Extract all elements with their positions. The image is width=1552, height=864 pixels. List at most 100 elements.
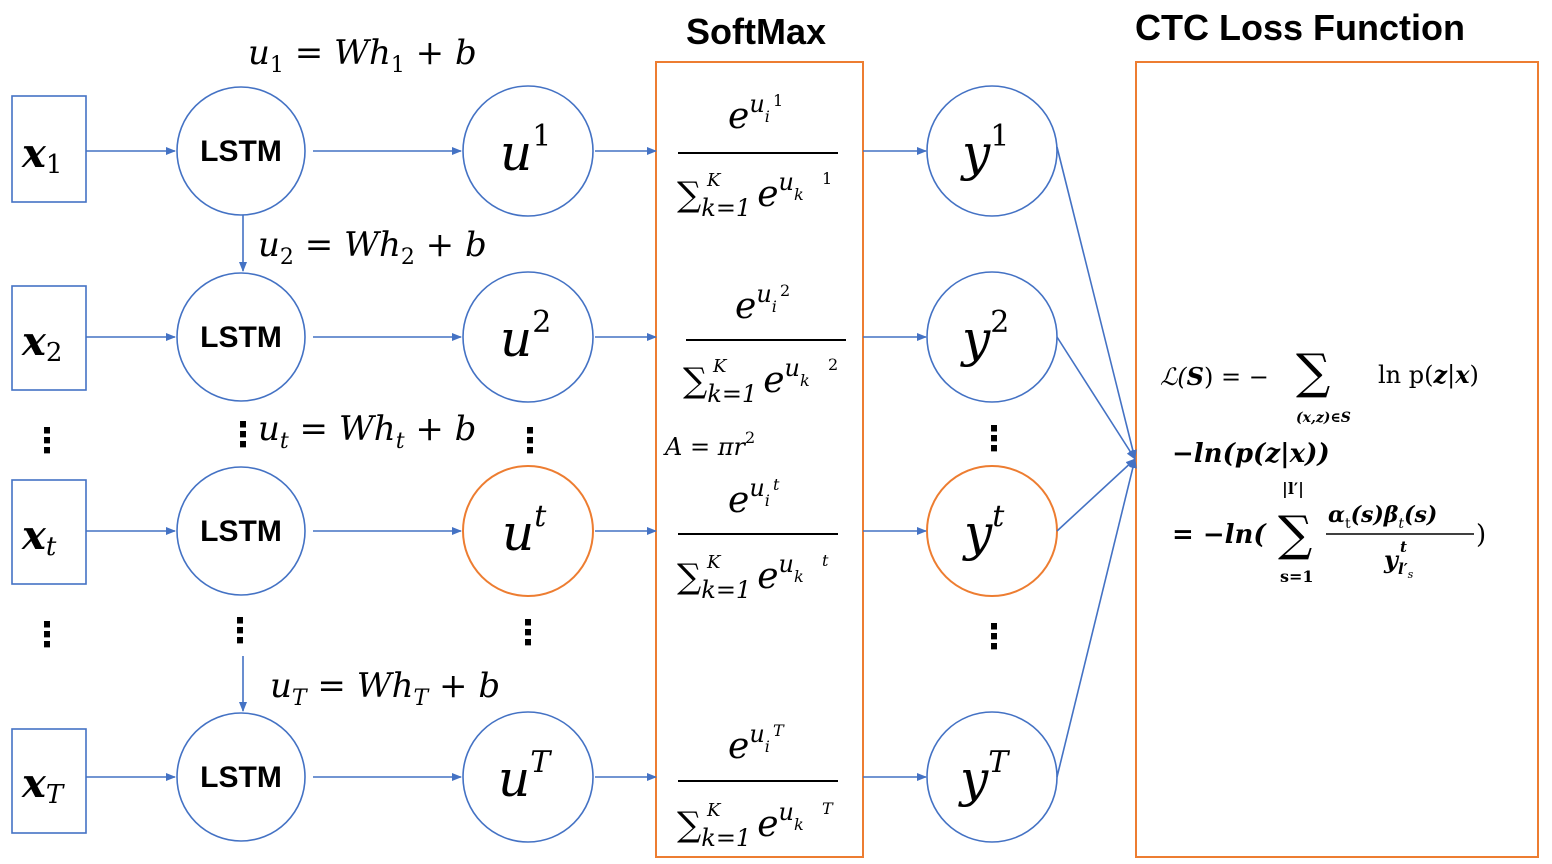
arrow-y2-ctc: [1056, 336, 1136, 460]
equation-ut: ut = Wht + b: [258, 409, 476, 454]
u-base: u: [498, 750, 530, 808]
svg-text:t: t: [822, 551, 829, 570]
lstm-node-2: LSTM: [176, 272, 306, 402]
ctc-sum-2-lower: s=1: [1280, 567, 1314, 586]
ctc-line3-prefix: = −ln(: [1172, 520, 1267, 550]
ctc-line3-den-sub: l′s: [1398, 560, 1414, 581]
u-base: u: [500, 124, 532, 182]
svg-text:y2: y2: [960, 305, 1009, 368]
u-node-t: ut: [462, 465, 594, 597]
ctc-line3-den-sup: t: [1400, 538, 1407, 556]
ctc-line1-rhs: ln p(z|x): [1378, 360, 1479, 390]
ctc-line3-num: αt(s)βt(s): [1328, 502, 1437, 532]
area-formula: A = πr2: [663, 428, 755, 461]
svg-text:2: 2: [780, 281, 790, 300]
u-node-2: u2: [462, 271, 594, 403]
ctc-header: CTC Loss Function: [1135, 7, 1465, 48]
svg-text:t: t: [773, 475, 780, 494]
input-base: x: [21, 760, 47, 807]
lstm-node-t: LSTM: [176, 466, 306, 596]
input-base: x: [21, 512, 47, 559]
u-node-1: u1: [462, 85, 594, 217]
lstm-label: LSTM: [200, 321, 282, 354]
u-sup: t: [534, 499, 547, 534]
softmax-header: SoftMax: [686, 11, 826, 52]
y-sup: 2: [990, 305, 1009, 340]
input-x1: x1: [11, 95, 87, 203]
equation-u1: u1 = Wh1 + b: [248, 33, 477, 78]
svg-text:eui: eui: [728, 474, 770, 521]
svg-text:y1: y1: [960, 119, 1009, 182]
input-sub: T: [46, 780, 65, 810]
lstm-node-T: LSTM: [176, 712, 306, 842]
svg-text:K: K: [706, 552, 722, 573]
svg-text:eui: eui: [728, 90, 770, 137]
lstm-label: LSTM: [200, 515, 282, 548]
ellipsis-y-2: ⋮: [977, 617, 1011, 657]
u-node-T: uT: [462, 711, 594, 843]
svg-text:yt: yt: [962, 499, 1005, 562]
y-node-t: yt: [926, 465, 1058, 597]
y-node-T: yT: [926, 711, 1058, 843]
svg-text:uT: uT: [498, 745, 552, 808]
ctc-line1: ℒ(S) = −: [1160, 362, 1269, 391]
y-sup: t: [992, 499, 1005, 534]
input-sub: t: [46, 532, 57, 562]
input-sub: 1: [46, 150, 63, 180]
ctc-line3-den: y: [1383, 545, 1400, 574]
ellipsis-lstm-2: ⋮: [223, 611, 257, 651]
ctc-sum-2: ∑: [1278, 506, 1312, 562]
ellipsis-u-2: ⋮: [511, 613, 545, 653]
svg-text:1: 1: [773, 91, 783, 110]
svg-text:x1: x1: [21, 130, 62, 180]
ellipsis-lstm-1: ⋮: [226, 415, 260, 455]
y-node-2: y2: [926, 271, 1058, 403]
y-base: y: [962, 504, 993, 562]
y-sup: 1: [990, 119, 1009, 154]
svg-text:eui: eui: [735, 280, 777, 327]
input-base: x: [21, 318, 47, 365]
lstm-label: LSTM: [200, 761, 282, 794]
input-sub: 2: [46, 338, 63, 368]
svg-text:yT: yT: [958, 745, 1010, 808]
svg-text:T: T: [773, 721, 785, 740]
y-base: y: [958, 750, 989, 808]
lstm-node-1: LSTM: [176, 86, 306, 216]
y-sup: T: [988, 745, 1010, 780]
svg-text:eui: eui: [728, 720, 770, 767]
ellipsis-y-1: ⋮: [977, 419, 1011, 459]
u-base: u: [500, 310, 532, 368]
u-sup: 1: [532, 119, 551, 154]
ctc-sum-1: ∑: [1296, 344, 1330, 400]
svg-text:K: K: [706, 170, 722, 191]
u-sup: T: [530, 745, 552, 780]
input-base: x: [21, 130, 47, 177]
y-base: y: [960, 310, 991, 368]
y-base: y: [960, 124, 991, 182]
softmax-box: [655, 61, 864, 858]
ellipses: ⋮ ⋮ ⋮ ⋮ ⋮ ⋮ ⋮ ⋮: [30, 415, 1011, 657]
ctc-line2: −ln(p(z|x)): [1172, 439, 1330, 469]
ctc-sum-2-upper: |l′|: [1282, 479, 1304, 498]
ctc-formula: ℒ(S) = − ∑ (x,z)∈S ln p(z|x) −ln(p(z|x))…: [1160, 344, 1486, 586]
ctc-line3-close: ): [1476, 520, 1486, 550]
svg-text:2: 2: [828, 355, 838, 374]
svg-text:ut: ut: [502, 499, 547, 562]
svg-text:u1: u1: [500, 119, 551, 182]
svg-text:u2: u2: [500, 305, 551, 368]
ellipsis-inputs-2: ⋮: [30, 615, 64, 655]
svg-text:xt: xt: [21, 512, 57, 562]
arrows: [86, 146, 1137, 781]
u-sup: 2: [532, 305, 551, 340]
svg-text:1: 1: [822, 169, 832, 188]
lstm-label: LSTM: [200, 135, 282, 168]
ctc-sum-1-under: (x,z)∈S: [1296, 410, 1351, 426]
